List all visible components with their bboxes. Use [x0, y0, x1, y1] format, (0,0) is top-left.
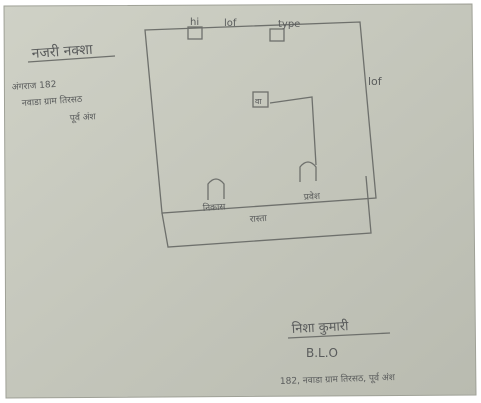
note-line-1: अंगराज 182 [11, 79, 56, 93]
title-underline [27, 55, 116, 63]
top-mark-left: hi [190, 17, 199, 28]
map-title: नजरी नक्शा [31, 41, 93, 62]
inner-line [269, 96, 317, 166]
right-gate-symbol [299, 161, 317, 182]
signature-role: B.L.O [306, 346, 338, 360]
top-mark-right: type [278, 19, 300, 30]
exit-label: निकास [202, 200, 226, 214]
center-box [252, 91, 269, 108]
side-mark: lof [368, 75, 383, 88]
note-line-3: पूर्व अंश [69, 110, 97, 124]
road-strip [161, 175, 372, 248]
paper-sheet [4, 4, 476, 398]
plot-boundary [144, 21, 377, 214]
top-right-box [269, 28, 285, 42]
signature-name: निशा कुमारी [291, 318, 349, 337]
center-mark: वा [255, 97, 262, 106]
left-gate-symbol [207, 178, 225, 200]
top-left-box [187, 26, 203, 40]
entry-label: प्रवेश [303, 190, 321, 203]
top-mark-middle: lof [224, 18, 237, 29]
signature-underline [287, 332, 391, 339]
road-label: रास्ता [250, 214, 268, 225]
